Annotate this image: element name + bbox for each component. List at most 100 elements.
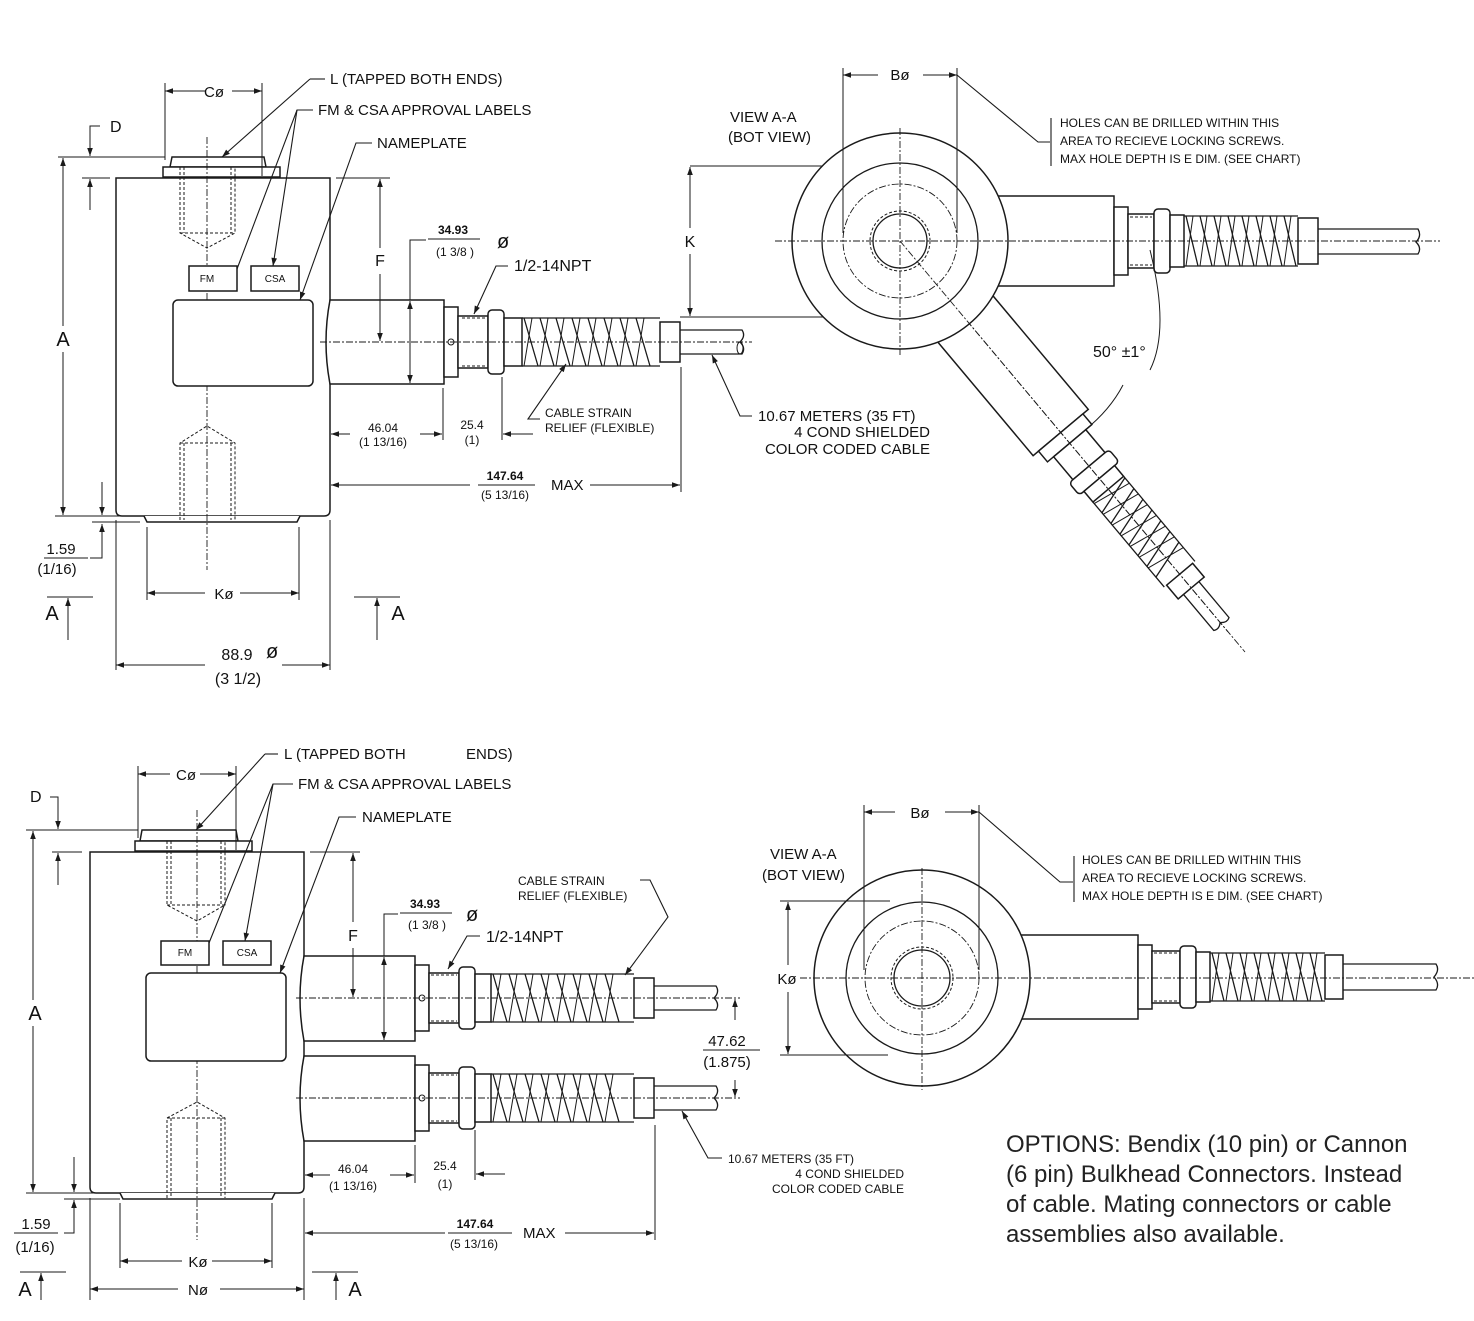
load-button	[169, 156, 267, 168]
callout-approval-labels-lower: FM & CSA APPROVAL LABELS	[298, 776, 511, 793]
dim-spacing-mm: 47.62	[708, 1033, 746, 1050]
dim-159-mm-lower: 1.59	[21, 1216, 50, 1233]
callout-cable-lower-3: COLOR CODED CABLE	[772, 1182, 904, 1196]
callout-cable-1: 10.67 METERS (35 FT)	[758, 408, 916, 425]
lower-side-view: FM CSA	[14, 746, 904, 1301]
dim-spacing-in: (1.875)	[703, 1054, 751, 1071]
callout-tapped-both-ends: L (TAPPED BOTH ENDS)	[330, 71, 503, 88]
dim-body-dia-symbol: ø	[266, 641, 278, 663]
callout-approval-labels: FM & CSA APPROVAL LABELS	[318, 102, 531, 119]
fm-label-lower: FM	[178, 948, 192, 959]
dim-b-dia-lower: Bø	[910, 805, 929, 822]
fm-label: FM	[200, 274, 214, 285]
callout-cable-lower-2: 4 COND SHIELDED	[795, 1167, 904, 1181]
dim-25-in-lower: (1)	[438, 1177, 453, 1191]
section-marker-right: A	[391, 603, 405, 625]
dim-max-in: (5 13/16)	[481, 488, 529, 502]
csa-label-box	[250, 265, 300, 292]
callout-nameplate-lower: NAMEPLATE	[362, 809, 452, 826]
dim-f: F	[375, 253, 385, 270]
dim-n-dia: Nø	[188, 1282, 208, 1299]
csa-label: CSA	[265, 274, 286, 285]
callout-npt-lower: 1/2-14NPT	[486, 929, 564, 946]
callout-strain-relief-2: RELIEF (FLEXIBLE)	[545, 421, 654, 435]
top-bottom-view: Bø HOLES CAN BE DRILLED WITHIN THIS AREA…	[728, 67, 1440, 653]
top-side-view: FM CSA Cø L (TAPPED BOTH EN	[37, 71, 930, 688]
dim-body-in: (3 1/2)	[215, 671, 261, 688]
dim-max-lower: MAX	[523, 1225, 556, 1242]
dim-25-mm-lower: 25.4	[433, 1159, 457, 1173]
nameplate-lower	[145, 972, 287, 1062]
dim-46-in-lower: (1 13/16)	[329, 1179, 377, 1193]
callout-tapped-lower-2: ENDS)	[466, 746, 513, 763]
load-button-base	[162, 166, 281, 178]
options-line-2: (6 pin) Bulkhead Connectors. Instead	[1006, 1161, 1402, 1188]
lower-bottom-view: Bø HOLES CAN BE DRILLED WITHIN THIS AREA…	[762, 805, 1474, 1090]
section-marker-lower-right: A	[348, 1279, 362, 1301]
view-title-lower-2: (BOT VIEW)	[762, 867, 845, 884]
callout-strain-relief-1: CABLE STRAIN	[545, 406, 632, 420]
dim-46-in: (1 13/16)	[359, 435, 407, 449]
view-title-2: (BOT VIEW)	[728, 129, 811, 146]
dim-hub-dia-symbol-lower: ø	[466, 904, 478, 926]
dim-f-lower: F	[348, 928, 358, 945]
callout-npt: 1/2-14NPT	[514, 258, 592, 275]
dim-k-dia-lower: Kø	[188, 1254, 207, 1271]
section-marker-lower-left: A	[18, 1279, 32, 1301]
angle-annotation: 50° ±1°	[1093, 344, 1146, 361]
dim-max-mm: 147.64	[487, 469, 524, 483]
dim-159-mm: 1.59	[46, 541, 75, 558]
section-marker-left: A	[45, 603, 59, 625]
view-title-lower-1: VIEW A-A	[770, 846, 837, 863]
dim-b-dia: Bø	[890, 67, 909, 84]
callout-tapped-lower-1: L (TAPPED BOTH	[284, 746, 406, 763]
options-note: OPTIONS: Bendix (10 pin) or Cannon (6 pi…	[1006, 1131, 1408, 1248]
dim-a: A	[56, 329, 70, 351]
bottom-view-note-1: HOLES CAN BE DRILLED WITHIN THIS	[1060, 116, 1279, 130]
dim-159-in-lower: (1/16)	[15, 1239, 54, 1256]
callout-nameplate: NAMEPLATE	[377, 135, 467, 152]
dim-46-mm-lower: 46.04	[338, 1162, 368, 1176]
callout-strain-relief-lower-1: CABLE STRAIN	[518, 874, 605, 888]
callout-cable-3: COLOR CODED CABLE	[765, 441, 930, 458]
dim-d-lower: D	[30, 789, 42, 806]
dim-d: D	[110, 119, 122, 136]
dim-max-in-lower: (5 13/16)	[450, 1237, 498, 1251]
lower-cable-assembly	[296, 1055, 740, 1142]
options-line-1: OPTIONS: Bendix (10 pin) or Cannon	[1006, 1131, 1408, 1158]
dim-hub-in: (1 3/8 )	[436, 245, 474, 259]
bottom-view-note-lower-1: HOLES CAN BE DRILLED WITHIN THIS	[1082, 853, 1301, 867]
dim-25-in: (1)	[465, 433, 480, 447]
upper-cable-assembly	[296, 955, 740, 1042]
dim-hub-mm-lower: 34.93	[410, 897, 440, 911]
dim-46-mm: 46.04	[368, 421, 398, 435]
view-title-1: VIEW A-A	[730, 109, 797, 126]
dim-max: MAX	[551, 477, 584, 494]
dim-a-lower: A	[28, 1003, 42, 1025]
callout-cable-2: 4 COND SHIELDED	[794, 424, 930, 441]
bottom-view-note-3: MAX HOLE DEPTH IS E DIM. (SEE CHART)	[1060, 152, 1300, 166]
options-line-4: assemblies also available.	[1006, 1221, 1285, 1248]
dim-k: K	[685, 234, 696, 251]
bottom-view-note-2: AREA TO RECIEVE LOCKING SCREWS.	[1060, 134, 1284, 148]
nameplate	[172, 299, 314, 387]
bottom-view-note-lower-2: AREA TO RECIEVE LOCKING SCREWS.	[1082, 871, 1306, 885]
dim-c-dia-lower: Cø	[176, 767, 196, 784]
callout-cable-lower-1: 10.67 METERS (35 FT)	[728, 1152, 854, 1166]
dim-k-dia-bottom-lower: Kø	[777, 971, 796, 988]
dim-hub-dia-symbol: ø	[497, 231, 509, 253]
dim-hub-mm: 34.93	[438, 223, 468, 237]
options-line-3: of cable. Mating connectors or cable	[1006, 1191, 1392, 1218]
load-cell-foot	[143, 515, 301, 523]
dim-k-dia: Kø	[214, 586, 233, 603]
dim-hub-in-lower: (1 3/8 )	[408, 918, 446, 932]
callout-strain-relief-lower-2: RELIEF (FLEXIBLE)	[518, 889, 627, 903]
dim-body-mm: 88.9	[221, 647, 252, 664]
dim-max-mm-lower: 147.64	[457, 1217, 494, 1231]
bottom-view-note-lower-3: MAX HOLE DEPTH IS E DIM. (SEE CHART)	[1082, 889, 1322, 903]
dim-c-dia: Cø	[204, 84, 224, 101]
dim-25-mm: 25.4	[460, 418, 484, 432]
csa-label-lower: CSA	[237, 948, 258, 959]
dim-159-in: (1/16)	[37, 561, 76, 578]
